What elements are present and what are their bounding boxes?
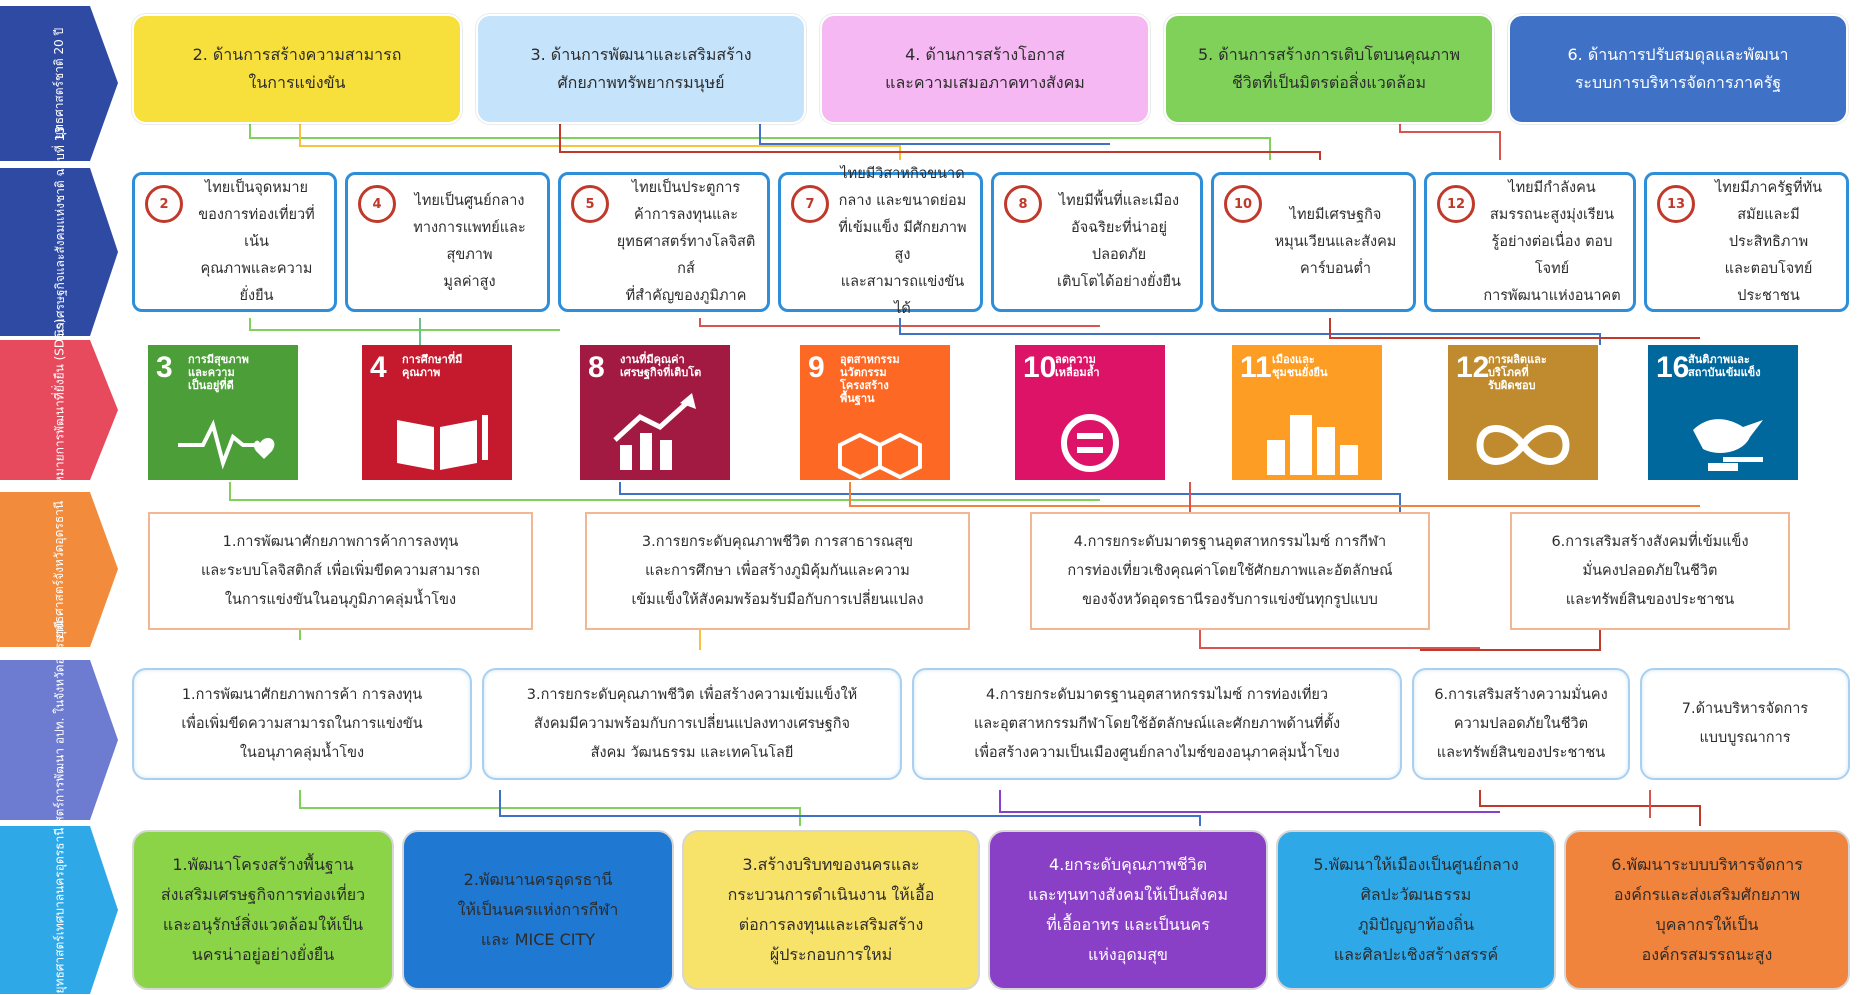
sdg-8-tile: 8 งานที่มีคุณค่า เศรษฐกิจที่เติบโต bbox=[580, 345, 730, 480]
nesdp-milestone-7: 7 ไทยมีวิสาหกิจขนาด กลาง และขนาดย่อม ที่… bbox=[778, 166, 983, 317]
sdg-9-tile: 9 อุตสาหกรรม นวัตกรรม โครงสร้าง พื้นฐาน bbox=[800, 345, 950, 480]
row-label-province-strategy: ยุทธศาสตร์จังหวัดอุดรธานี bbox=[0, 492, 118, 647]
lao-strategy-7: 7.ด้านบริหารจัดการ แบบบูรณาการ bbox=[1640, 668, 1850, 780]
row-label-national-strategy: ยุทธศาสตร์ชาติ 20 ปี bbox=[0, 6, 118, 161]
sdg-4-tile: 4 การศึกษาที่มี คุณภาพ bbox=[362, 345, 512, 480]
nesdp-milestone-5: 5 ไทยเป็นประตูการ ค้าการลงทุนและ ยุทธศาส… bbox=[558, 172, 770, 312]
milestone-12-icon: 12 bbox=[1437, 185, 1475, 223]
national-strategy-2: 2. ด้านการสร้างความสามารถ ในการแข่งขัน bbox=[132, 14, 462, 124]
municipal-strategy-6: 6.พัฒนาระบบบริหารจัดการ องค์กรและส่งเสริ… bbox=[1564, 830, 1850, 990]
municipal-strategy-1: 1.พัฒนาโครงสร้างพื้นฐาน ส่งเสริมเศรษฐกิจ… bbox=[132, 830, 394, 990]
dove-icon bbox=[1693, 419, 1763, 471]
milestone-10-icon: 10 bbox=[1224, 185, 1262, 223]
province-strategy-3: 3.การยกระดับคุณภาพชีวิต การสาธารณสุข และ… bbox=[585, 512, 970, 630]
nesdp-milestone-13: 13 ไทยมีภาครัฐที่ทัน สมัยและมีประสิทธิภา… bbox=[1644, 172, 1849, 312]
municipal-strategy-4: 4.ยกระดับคุณภาพชีวิต และทุนทางสังคมให้เป… bbox=[988, 830, 1268, 990]
milestone-4-icon: 4 bbox=[358, 185, 396, 223]
municipal-strategy-2: 2.พัฒนานครอุดรธานี ให้เป็นนครแห่งการกีฬา… bbox=[402, 830, 674, 990]
lao-strategy-4: 4.การยกระดับมาตรฐานอุตสาหกรรมไมซ์ การท่อ… bbox=[912, 668, 1402, 780]
row-label-nesdp-13: แผนพัฒนาเศรษฐกิจและสังคมแห่งชาติ ฉบับที่… bbox=[0, 126, 118, 378]
nesdp-milestone-2: 2 ไทยเป็นจุดหมาย ของการท่องเที่ยวที่เน้น… bbox=[132, 172, 337, 312]
equality-icon bbox=[1061, 414, 1119, 472]
growth-chart-icon bbox=[613, 393, 696, 470]
milestone-7-icon: 7 bbox=[791, 185, 829, 223]
sdg-3-tile: 3 การมีสุขภาพ และความ เป็นอยู่ที่ดี bbox=[148, 345, 298, 480]
lao-strategy-6: 6.การเสริมสร้างความมั่นคง ความปลอดภัยในช… bbox=[1412, 668, 1630, 780]
milestone-2-icon: 2 bbox=[145, 185, 183, 223]
book-icon bbox=[397, 415, 488, 470]
province-strategy-6: 6.การเสริมสร้างสังคมที่เข้มแข็ง มั่นคงปล… bbox=[1510, 512, 1790, 630]
milestone-13-icon: 13 bbox=[1657, 185, 1695, 223]
city-icon bbox=[1267, 415, 1358, 475]
nesdp-milestone-4: 4 ไทยเป็นศูนย์กลาง ทางการแพทย์และสุขภาพ … bbox=[345, 172, 550, 312]
cubes-icon bbox=[838, 432, 922, 480]
nesdp-milestone-12: 12 ไทยมีกำลังคน สมรรถนะสูงมุ่งเรียน รู้อ… bbox=[1424, 172, 1636, 312]
national-strategy-5: 5. ด้านการสร้างการเติบโตบนคุณภาพ ชีวิตที… bbox=[1164, 14, 1494, 124]
row-label-lao-strategy: ยุทธศาสตร์การพัฒนา อปท. ในจังหวัดอุดรธาน… bbox=[0, 620, 118, 860]
sdg-10-tile: 10 ลดความ เหลื่อมล้ำ bbox=[1015, 345, 1165, 480]
nesdp-milestone-8: 8 ไทยมีพื้นที่และเมือง อัจฉริยะที่น่าอยู… bbox=[991, 172, 1203, 312]
sdg-12-tile: 12 การผลิตและ บริโภคที่ รับผิดชอบ bbox=[1448, 345, 1598, 480]
municipal-strategy-3: 3.สร้างบริบทของนครและ กระบวนการดำเนินงาน… bbox=[682, 830, 980, 990]
milestone-8-icon: 8 bbox=[1004, 185, 1042, 223]
milestone-5-icon: 5 bbox=[571, 185, 609, 223]
heartbeat-icon bbox=[178, 419, 275, 470]
sdg-11-tile: 11 เมืองและ ชุมชนยั่งยืน bbox=[1232, 345, 1382, 480]
lao-strategy-3: 3.การยกระดับคุณภาพชีวิต เพื่อสร้างความเข… bbox=[482, 668, 902, 780]
infinity-icon bbox=[1476, 425, 1570, 465]
lao-strategy-1: 1.การพัฒนาศักยภาพการค้า การลงทุน เพื่อเพ… bbox=[132, 668, 472, 780]
sdg-16-tile: 16 สันติภาพและ สถาบันเข้มแข็ง bbox=[1648, 345, 1798, 480]
row-label-municipal-strategy: ยุทธศาสตร์เทศบาลนครอุดรธานี bbox=[0, 826, 118, 994]
municipal-strategy-5: 5.พัฒนาให้เมืองเป็นศูนย์กลาง ศิลปะวัฒนธร… bbox=[1276, 830, 1556, 990]
row-label-sdgs: เป้าหมายการพัฒนาที่ยั่งยืน (SDGs) bbox=[0, 318, 118, 502]
province-strategy-4: 4.การยกระดับมาตรฐานอุตสาหกรรมไมซ์ การกีฬ… bbox=[1030, 512, 1430, 630]
province-strategy-1: 1.การพัฒนาศักยภาพการค้าการลงทุน และระบบโ… bbox=[148, 512, 533, 630]
national-strategy-6: 6. ด้านการปรับสมดุลและพัฒนา ระบบการบริหา… bbox=[1508, 14, 1848, 124]
national-strategy-4: 4. ด้านการสร้างโอกาส และความเสมอภาคทางสั… bbox=[820, 14, 1150, 124]
nesdp-milestone-10: 10 ไทยมีเศรษฐกิจ หมุนเวียนและสังคม คาร์บ… bbox=[1211, 172, 1416, 312]
national-strategy-3: 3. ด้านการพัฒนาและเสริมสร้าง ศักยภาพทรัพ… bbox=[476, 14, 806, 124]
